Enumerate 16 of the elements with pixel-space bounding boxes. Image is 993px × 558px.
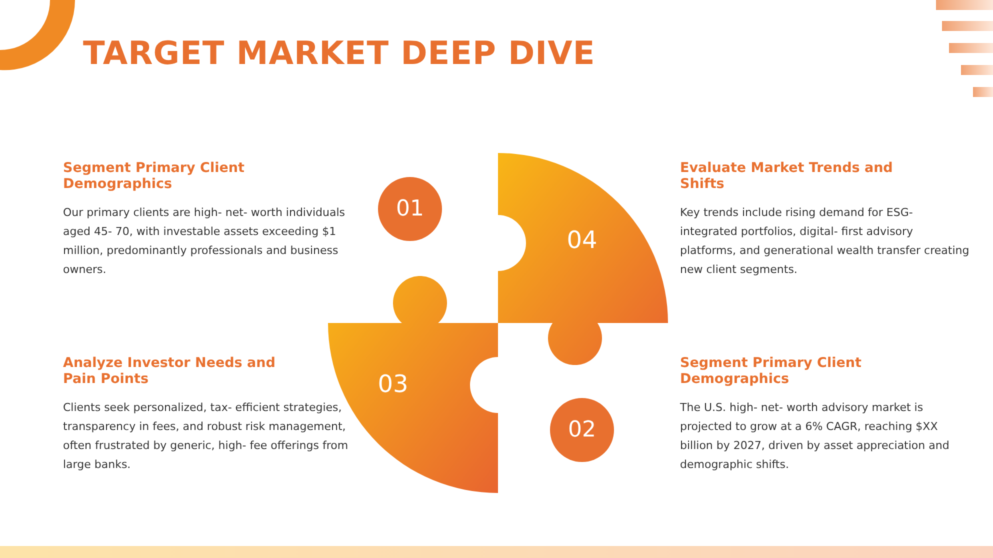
section-heading: Segment Primary Client Demographics bbox=[680, 355, 862, 387]
section-heading: Segment Primary Client Demographics bbox=[63, 160, 246, 192]
step-number: 04 bbox=[566, 226, 598, 254]
step-number: 03 bbox=[378, 370, 408, 398]
section-text: The U.S. high- net- worth advisory market is projected to grow at a 6% CAGR, reaching $XX billion by 2027, driven by asset appreciation and demographic shifts. bbox=[680, 400, 950, 473]
step-number: 02 bbox=[568, 418, 596, 442]
section-text: Key trends include rising demand for ESG- integrated portfolios, digital- first advisory platforms, and generational wealth transfer creating new client segments. bbox=[680, 205, 970, 278]
step-number: 01 bbox=[396, 196, 424, 222]
section-text: Our primary clients are high- net- worth individuals aged 45- 70, with investable assets exceeding $1 million, predominantly professionals and business owners. bbox=[63, 205, 346, 278]
number-circle bbox=[550, 398, 614, 462]
slide-title: TARGET MARKET DEEP DIVE bbox=[83, 34, 596, 72]
section-heading: Evaluate Market Trends and Shifts bbox=[680, 160, 894, 192]
puzzle-piece bbox=[498, 153, 668, 365]
section-heading: Analyze Investor Needs and Pain Points bbox=[63, 355, 276, 387]
section-text: Clients seek personalized, tax- efficient strategies, transparency in fees, and robust risk management, often frustrated by generic, high- fee offerings from large banks. bbox=[63, 400, 350, 473]
number-circle bbox=[378, 177, 442, 241]
